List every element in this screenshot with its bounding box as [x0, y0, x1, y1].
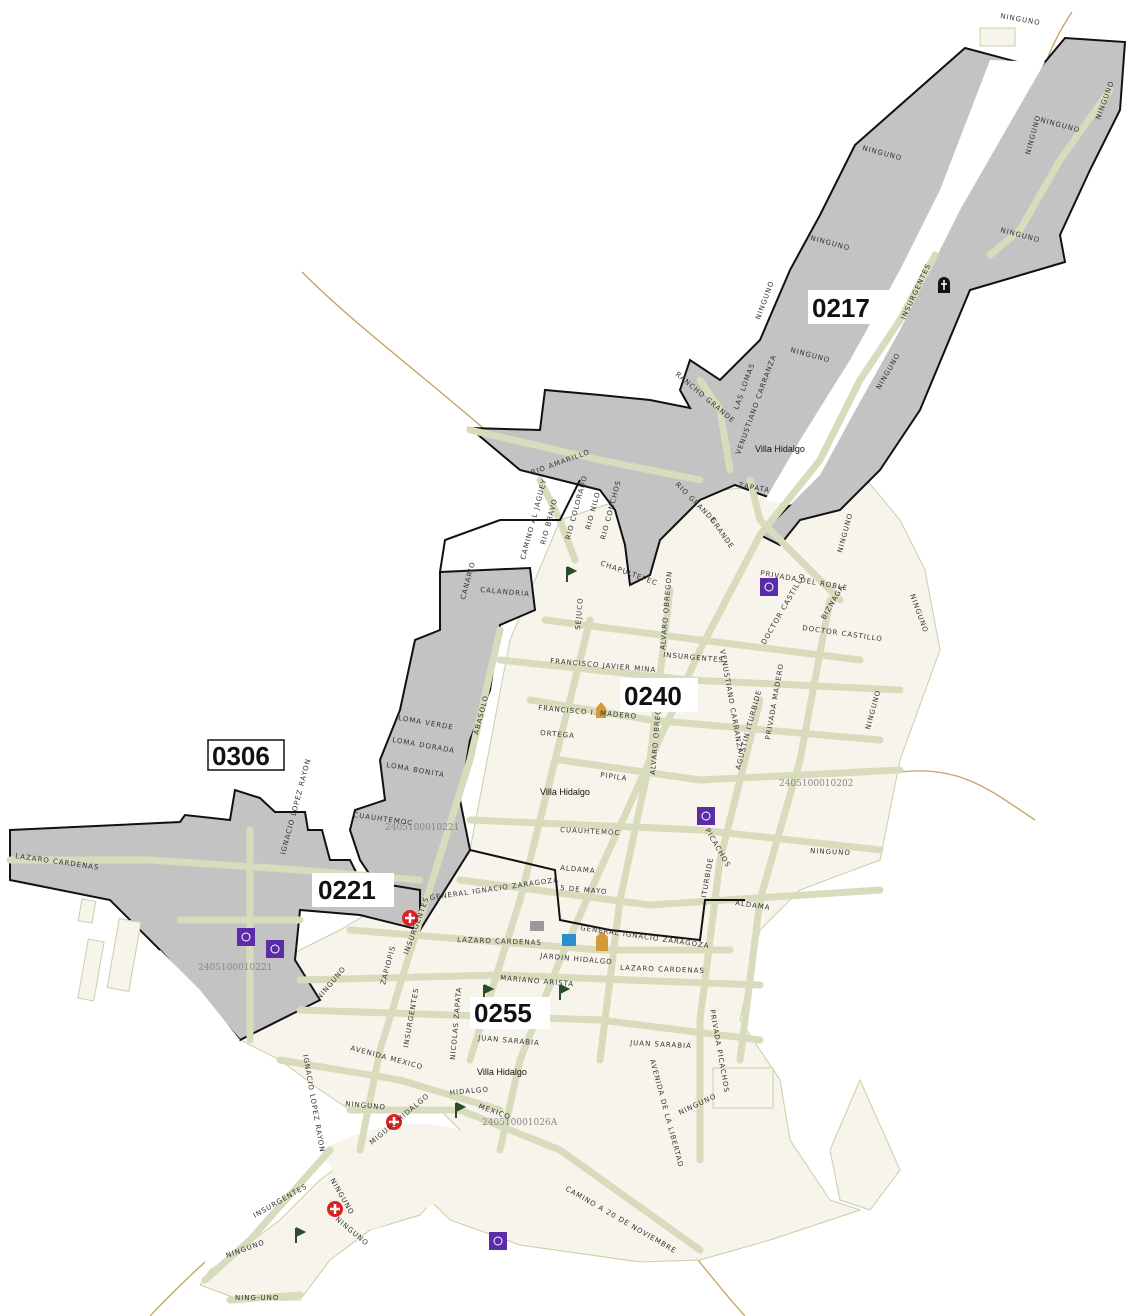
place-labels: Villa Hidalgo Villa Hidalgo Villa Hidalg… [477, 444, 805, 1077]
street-label: SEJUCO [574, 597, 585, 630]
street-label: PIPILA [600, 771, 628, 783]
place-label: Villa Hidalgo [540, 787, 590, 797]
street-label: JUAN SARABIA [629, 1039, 692, 1050]
urban-area [199, 459, 941, 1301]
street-label: NINGUNO [1000, 12, 1042, 27]
boxed-section-frame [207, 739, 285, 771]
street-label: CUAUHTEMOC [560, 826, 621, 837]
locality-codes: 2405100010202 2405100010221 240510001022… [198, 779, 853, 1128]
section-labels: 0217 0240 0306 0221 0255 [207, 290, 890, 1029]
street-label: ALDAMA [560, 864, 596, 875]
locality-code: 240510001026A [482, 1118, 558, 1128]
buildings [77, 27, 1016, 1002]
place-label: Villa Hidalgo [477, 1067, 527, 1077]
park-flag-icon [295, 566, 578, 1243]
section-label: 0306 [212, 741, 270, 771]
poi-icons[interactable] [237, 277, 950, 1250]
section-label: 0217 [812, 293, 870, 323]
section-label: 0221 [318, 875, 376, 905]
place-label: Villa Hidalgo [755, 444, 805, 454]
cemetery-icon [938, 277, 950, 293]
street-label: NINGUNO [810, 847, 851, 857]
locality-code: 2405100010202 [779, 779, 853, 789]
hospital-icon [327, 910, 418, 1217]
locality-code: 2405100010221 [385, 823, 459, 833]
street-label: NINGUNO [345, 1100, 386, 1112]
corridor [150, 60, 1045, 1050]
locality-code: 2405100010221 [198, 963, 272, 973]
street-label: HIDALGO [449, 1086, 489, 1097]
church-icon [596, 702, 608, 951]
street-network [6, 86, 1114, 1304]
government-icon [530, 921, 576, 946]
street-label: LAZARO CARDENAS [620, 964, 705, 975]
street-label: LAZARO CARDENAS [457, 936, 542, 947]
section-boundaries [439, 479, 745, 942]
street-label: ORTEGA [540, 729, 575, 740]
section-label: 0240 [624, 681, 682, 711]
section-label: 0255 [474, 998, 532, 1028]
street-label: NING-UNO [235, 1294, 279, 1302]
school-icon [237, 578, 778, 1250]
